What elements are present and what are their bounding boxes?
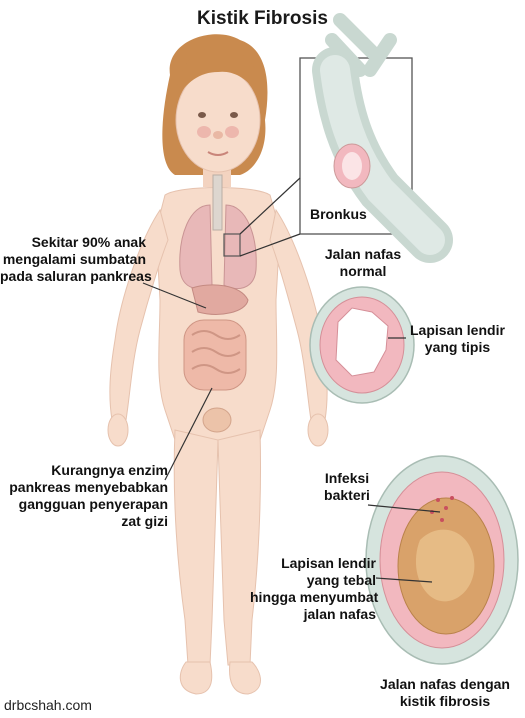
label-normal-airway: Jalan nafas normal <box>318 246 408 280</box>
label-thick-mucus: Lapisan lendir yang tebal hingga menyumb… <box>250 555 376 623</box>
label-enzyme-deficiency: Kurangnya enzim pankreas menyebabkan gan… <box>0 462 168 530</box>
label-bronkus: Bronkus <box>310 206 367 223</box>
label-cf-airway: Jalan nafas dengan kistik fibrosis <box>375 676 515 710</box>
watermark: drbcshah.com <box>4 697 92 713</box>
label-pancreas-blockage: Sekitar 90% anak mengalami sumbatan pada… <box>0 234 146 285</box>
thin-mucus-airway <box>310 287 414 403</box>
label-bacterial-infection: Infeksi bakteri <box>316 470 378 504</box>
label-thin-mucus: Lapisan lendir yang tipis <box>410 322 505 356</box>
cf-airway <box>366 456 518 664</box>
